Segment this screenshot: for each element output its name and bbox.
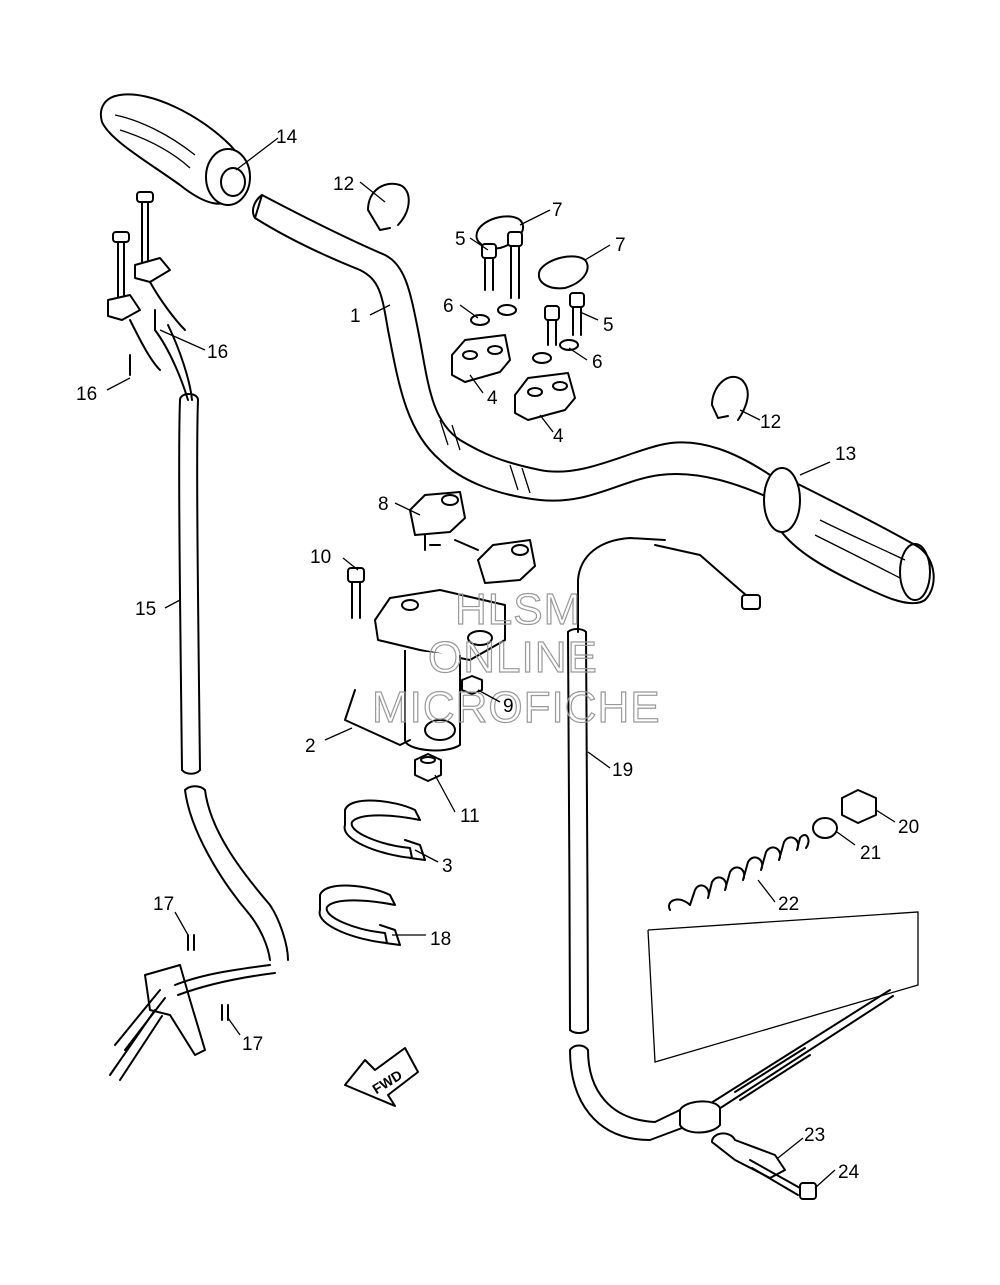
flange-nut-11 — [414, 753, 442, 782]
callout-2: 2 — [305, 736, 316, 757]
left-grip — [100, 93, 251, 206]
callout-8: 8 — [378, 494, 389, 515]
spring-box-outline — [647, 911, 919, 1063]
bolt-set-right — [544, 292, 585, 346]
callout-12b: 12 — [760, 412, 781, 433]
callout-14: 14 — [276, 127, 298, 148]
adjuster-nut-20 — [841, 789, 877, 824]
callout-9: 9 — [503, 696, 514, 717]
bolt-24 — [749, 1159, 817, 1200]
callout-11: 11 — [460, 806, 480, 827]
callout-23: 23 — [804, 1125, 825, 1146]
brake-lever-joint-23 — [711, 1132, 786, 1179]
callout-24: 24 — [838, 1162, 860, 1183]
joint-21 — [812, 817, 838, 839]
throttle-cable — [154, 324, 289, 961]
fwd-arrow: FWD — [344, 1047, 419, 1107]
washer-right-b — [559, 339, 579, 351]
washer-left-a — [470, 314, 490, 326]
cable-clamp-lower — [711, 375, 749, 421]
watermark: HLSM ONLINE MICROFICHE — [371, 584, 661, 732]
callout-10: 10 — [310, 547, 331, 568]
callout-7a: 7 — [552, 200, 563, 221]
callout-21: 21 — [860, 843, 881, 864]
band-18 — [318, 884, 401, 946]
leader-lines — [106, 137, 896, 1189]
callout-4b: 4 — [553, 426, 564, 447]
callout-labels: 1 2 3 4 4 5 5 6 6 7 7 8 9 10 11 12 12 13… — [76, 127, 919, 1183]
bolt-10 — [347, 567, 365, 619]
bolt-set-left — [481, 231, 523, 299]
callout-15: 15 — [135, 599, 156, 620]
callout-3: 3 — [442, 856, 453, 877]
callout-5a: 5 — [455, 229, 466, 250]
watermark-line3: MICROFICHE — [372, 683, 661, 732]
brake-cable — [567, 537, 761, 1141]
cable-clamp-upper — [367, 182, 410, 231]
callout-16b: 16 — [76, 384, 97, 405]
watermark-line2: ONLINE — [428, 633, 598, 682]
nut-9 — [461, 675, 483, 695]
callout-20: 20 — [898, 817, 919, 838]
callout-5b: 5 — [603, 315, 614, 336]
washer-right-a — [532, 352, 552, 364]
callout-17b: 17 — [242, 1034, 263, 1055]
throttle-linkage-upper — [107, 191, 186, 376]
callout-19: 19 — [612, 760, 633, 781]
callout-12a: 12 — [333, 174, 354, 195]
callout-13: 13 — [835, 444, 856, 465]
callout-7b: 7 — [615, 235, 626, 256]
upper-holder-right — [514, 372, 576, 421]
callout-18: 18 — [430, 929, 451, 950]
lower-holder-assembly — [409, 491, 536, 584]
callout-16a: 16 — [207, 342, 228, 363]
callout-6b: 6 — [592, 352, 603, 373]
callout-4a: 4 — [487, 388, 498, 409]
handlebar-bracket — [344, 589, 506, 752]
clamp-cover-right — [537, 255, 589, 290]
washer-left-b — [497, 304, 517, 316]
throttle-linkage-lower — [109, 934, 276, 1081]
upper-holder-left — [451, 334, 511, 383]
callout-1: 1 — [350, 306, 361, 327]
right-grip — [763, 467, 935, 605]
callout-17a: 17 — [153, 894, 174, 915]
callout-22: 22 — [778, 894, 799, 915]
band-3 — [343, 799, 426, 861]
callout-6a: 6 — [443, 296, 454, 317]
brake-rod — [679, 989, 894, 1134]
watermark-line1: HLSM — [455, 585, 581, 634]
return-spring — [668, 834, 810, 911]
